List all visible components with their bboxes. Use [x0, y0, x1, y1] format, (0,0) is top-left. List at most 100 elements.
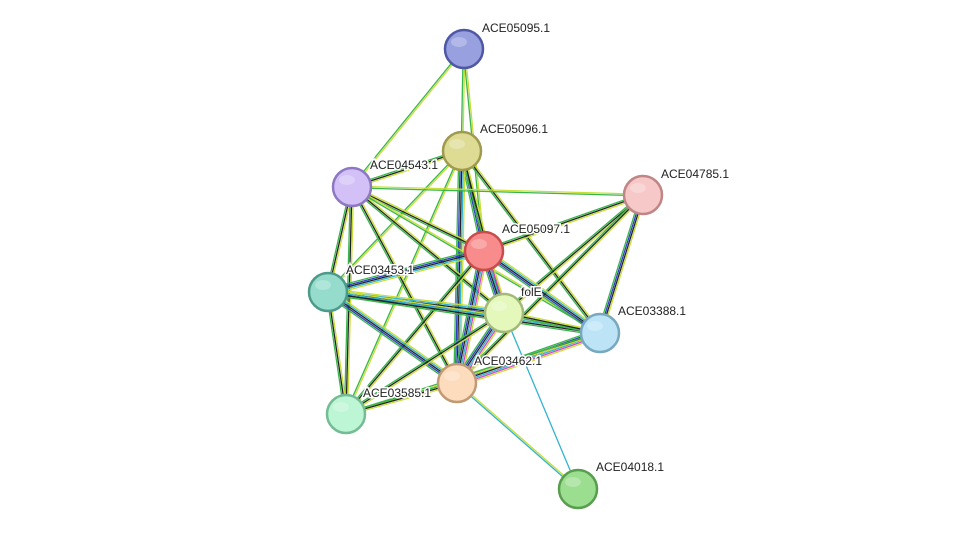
node-highlight — [339, 175, 355, 185]
edge-line-neighborhood — [483, 192, 643, 251]
edge-line-neighborhood — [455, 193, 643, 383]
edge-line-coexpression — [483, 250, 601, 334]
node-circle[interactable] — [579, 312, 621, 354]
node-ace05097-1[interactable] — [463, 230, 505, 272]
edge-line-cooccurrence — [326, 292, 457, 385]
edge-ace03462-1-ace04018-1[interactable] — [456, 381, 579, 491]
node-ace03462-1[interactable] — [436, 362, 478, 404]
edge-line-neighborhood — [325, 294, 456, 387]
edge-line-textmining — [346, 251, 486, 416]
node-circle[interactable] — [331, 166, 373, 208]
edge-line-cooccurrence — [482, 251, 600, 335]
edge-line-neighborhood — [325, 292, 346, 415]
edge-ace04543-1-ace03462-1[interactable] — [350, 185, 459, 385]
edge-ace04543-1-ace03585-1[interactable] — [343, 186, 355, 415]
node-highlight — [630, 183, 646, 193]
edge-ace05097-1-ace03585-1[interactable] — [344, 249, 486, 416]
node-circle[interactable] — [325, 393, 367, 435]
edge-line-cooccurrence — [598, 194, 643, 333]
node-fole[interactable] — [483, 292, 525, 334]
edge-line-coexpression — [327, 292, 600, 335]
edge-line-textmining — [352, 185, 459, 383]
node-highlight — [565, 477, 581, 487]
node-highlight — [471, 239, 487, 249]
edge-line-coexpression — [351, 186, 458, 384]
node-ace04018-1[interactable] — [557, 468, 599, 510]
edge-fole-ace04018-1[interactable] — [503, 312, 579, 490]
edge-line-neighborhood — [350, 187, 457, 385]
edge-line-databases — [328, 290, 459, 383]
node-highlight — [333, 402, 349, 412]
edge-line-databases — [456, 383, 578, 491]
edge-line-textmining — [346, 313, 506, 416]
edge-line-neighborhood — [327, 247, 484, 290]
node-circle[interactable] — [557, 468, 599, 510]
edge-line-textmining — [346, 187, 355, 415]
node-circle[interactable] — [463, 230, 505, 272]
edge-line-textmining — [457, 195, 645, 385]
node-label-ace04543-1: ACE04543.1 — [370, 158, 438, 172]
labels-layer: ACE05095.1ACE05096.1ACE04543.1ACE04785.1… — [345, 20, 731, 476]
edge-ace04785-1-ace03388-1[interactable] — [597, 194, 646, 334]
edge-ace04785-1-ace05097-1[interactable] — [483, 192, 644, 254]
edge-fole-ace03585-1[interactable] — [344, 311, 506, 416]
edge-line-cooccurrence — [327, 248, 484, 292]
edge-line-coexpression — [327, 291, 458, 384]
node-circle[interactable] — [483, 292, 525, 334]
edge-line-neighborhood — [351, 187, 643, 197]
node-label-ace03388-1: ACE03388.1 — [618, 304, 686, 318]
edge-line-textmining — [457, 381, 579, 489]
edge-line-textmining — [601, 195, 646, 334]
edge-line-databases — [457, 251, 486, 384]
edge-line-neighborhood — [460, 151, 600, 335]
edge-line-experiments — [457, 334, 602, 386]
node-circle[interactable] — [441, 130, 483, 172]
node-label-ace05095-1: ACE05095.1 — [482, 21, 550, 35]
edge-ace03453-1-ace03585-1[interactable] — [325, 291, 349, 415]
edge-line-neighborhood — [452, 250, 481, 383]
node-highlight — [449, 139, 465, 149]
edge-line-coexpression — [483, 194, 644, 252]
node-ace03453-1[interactable] — [307, 271, 349, 313]
nodes-layer — [307, 28, 664, 510]
edge-line-coexpression — [351, 186, 485, 252]
edge-line-textmining — [329, 288, 460, 381]
node-circle[interactable] — [622, 174, 664, 216]
edge-line-databases — [503, 312, 579, 490]
node-ace04785-1[interactable] — [622, 174, 664, 216]
node-label-ace04785-1: ACE04785.1 — [661, 167, 729, 181]
edge-line-databases — [328, 251, 485, 295]
edge-line-coexpression — [456, 194, 644, 384]
node-highlight — [491, 301, 507, 311]
edge-ace04785-1-ace03462-1[interactable] — [455, 193, 645, 385]
edge-ace05097-1-ace03388-1[interactable] — [481, 247, 603, 337]
edge-line-coexpression — [345, 312, 505, 415]
edge-line-neighborhood — [502, 193, 643, 313]
node-ace03388-1[interactable] — [579, 312, 621, 354]
edge-line-cooccurrence — [454, 250, 483, 383]
edge-line-textmining — [484, 195, 644, 254]
edge-line-neighborhood — [343, 186, 352, 414]
edge-line-coexpression — [345, 250, 485, 415]
edge-line-textmining — [485, 247, 603, 331]
node-circle[interactable] — [307, 271, 349, 313]
edge-ace05097-1-ace03462-1[interactable] — [452, 250, 489, 384]
edge-ace03453-1-ace03462-1[interactable] — [325, 288, 460, 387]
edge-line-neighborhood — [350, 48, 464, 187]
edge-line-neighborhood — [327, 293, 600, 337]
node-ace05095-1[interactable] — [443, 28, 485, 70]
node-label-ace03585-1: ACE03585.1 — [363, 386, 431, 400]
node-ace05096-1[interactable] — [441, 130, 483, 172]
node-circle[interactable] — [443, 28, 485, 70]
node-label-fole: folE — [521, 285, 542, 299]
edge-ace05095-1-ace04543-1[interactable] — [350, 48, 466, 188]
node-ace03585-1[interactable] — [325, 393, 367, 435]
edge-ace04543-1-ace04785-1[interactable] — [351, 185, 644, 197]
node-ace04543-1[interactable] — [331, 166, 373, 208]
edge-ace05096-1-ace03388-1[interactable] — [460, 149, 602, 335]
edge-line-coexpression — [345, 186, 353, 415]
node-circle[interactable] — [436, 362, 478, 404]
edge-ace05097-1-ace03453-1[interactable] — [327, 247, 485, 296]
edge-line-textmining — [328, 253, 485, 296]
